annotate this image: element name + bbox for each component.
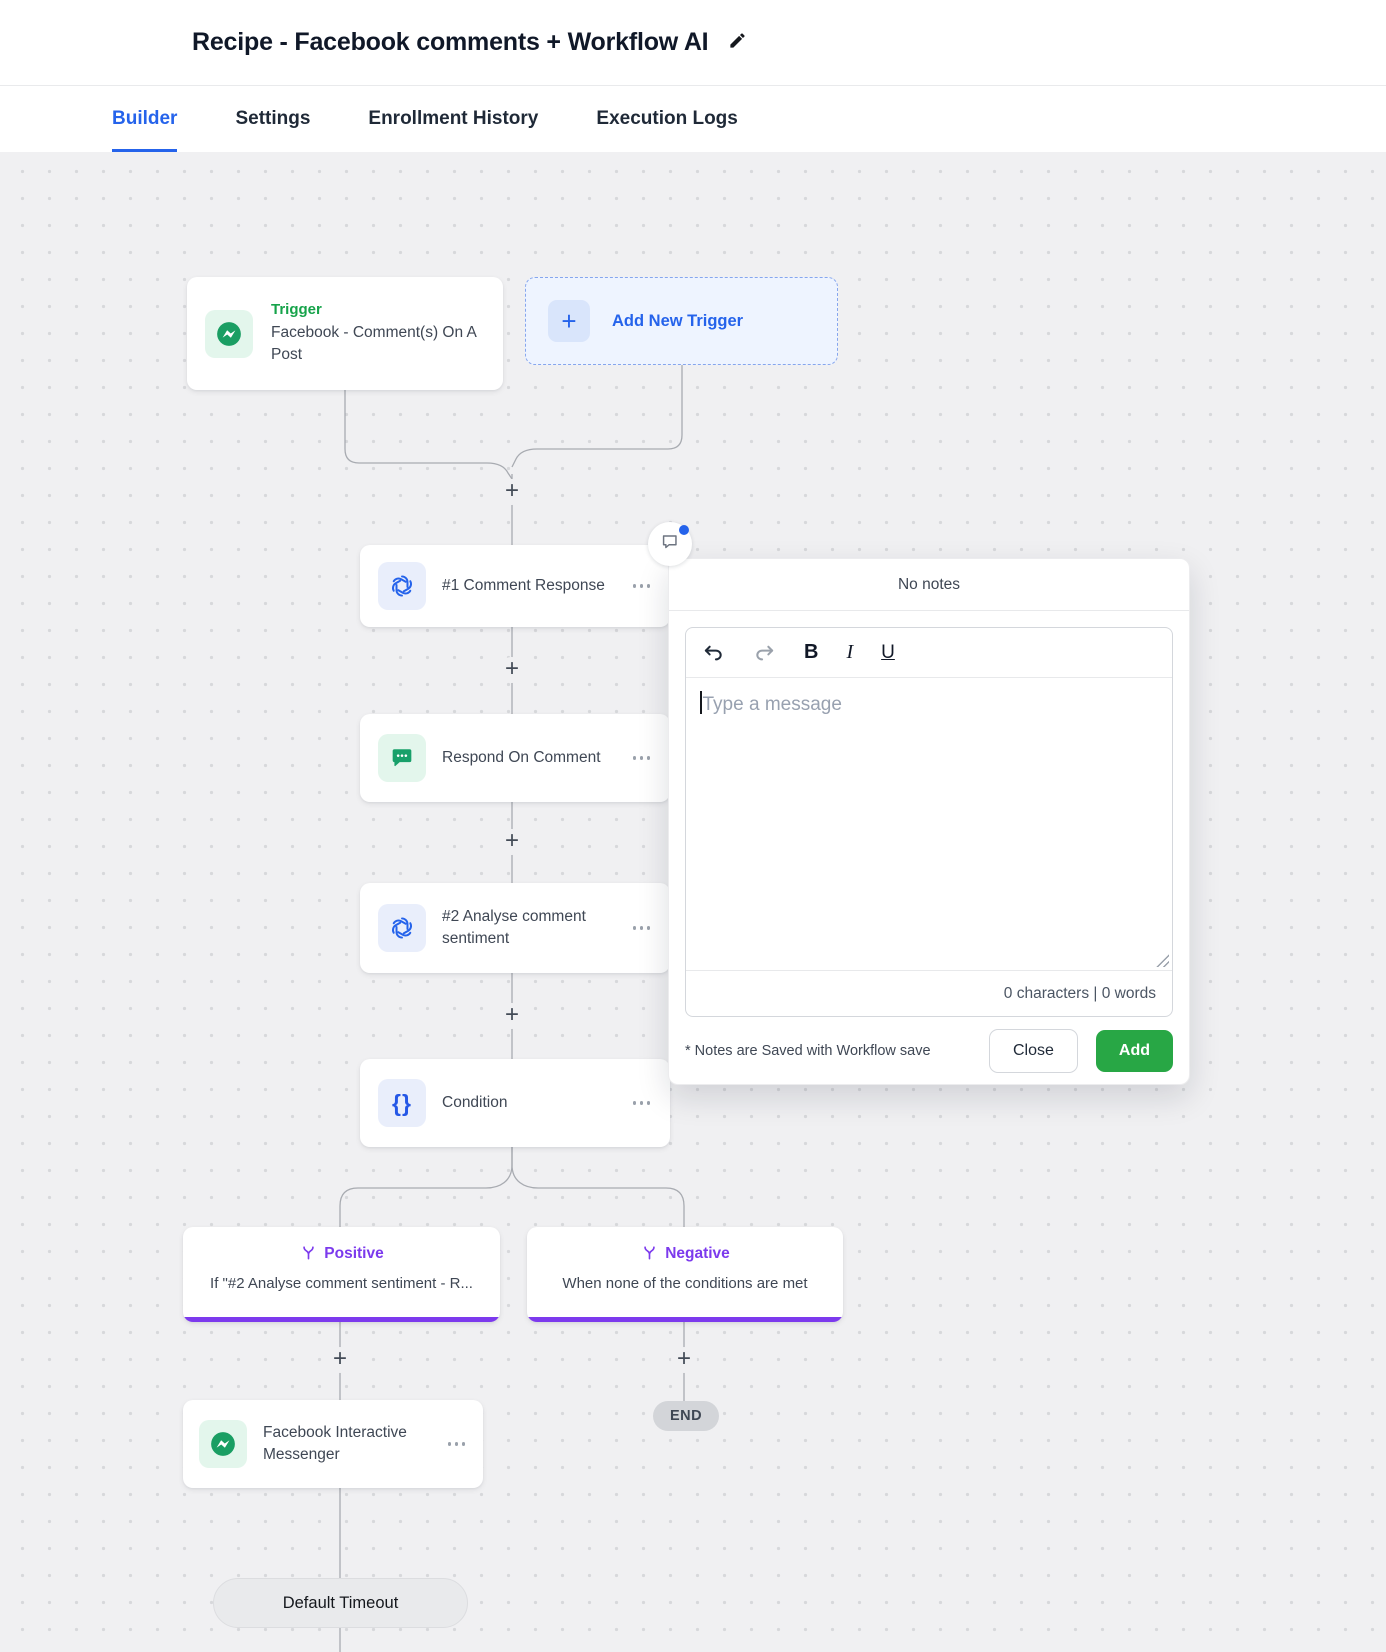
- step-node-comment-response[interactable]: #1 Comment Response: [360, 545, 670, 627]
- step-title: Facebook Interactive Messenger: [263, 1424, 407, 1463]
- node-menu-button[interactable]: [631, 1095, 653, 1111]
- add-step-button[interactable]: +: [499, 479, 525, 505]
- end-marker: END: [653, 1401, 720, 1431]
- pencil-icon: [728, 31, 747, 55]
- openai-icon: [378, 562, 426, 610]
- page-title: Recipe - Facebook comments + Workflow AI: [192, 28, 709, 56]
- trigger-node[interactable]: Trigger Facebook - Comment(s) On A Post: [187, 277, 503, 390]
- trigger-title: Facebook - Comment(s) On A Post: [271, 323, 477, 363]
- step-node-analyse-sentiment[interactable]: #2 Analyse comment sentiment: [360, 883, 670, 973]
- resize-handle[interactable]: [1156, 954, 1169, 967]
- default-timeout-pill: Default Timeout: [213, 1578, 468, 1628]
- close-button[interactable]: Close: [988, 1028, 1078, 1073]
- note-bubble-button[interactable]: [648, 522, 692, 566]
- branch-icon: [299, 1242, 318, 1266]
- tab-bar: Builder Settings Enrollment History Exec…: [0, 86, 1386, 152]
- plus-icon: +: [548, 300, 590, 342]
- notes-save-footnote: * Notes are Saved with Workflow save: [685, 1042, 931, 1059]
- node-menu-button[interactable]: [631, 920, 653, 936]
- node-menu-button[interactable]: [631, 578, 653, 594]
- branch-node-negative[interactable]: Negative When none of the conditions are…: [527, 1227, 843, 1322]
- branch-accent-bar: [527, 1317, 843, 1322]
- add-step-button[interactable]: +: [327, 1347, 353, 1373]
- node-menu-button[interactable]: [446, 1436, 468, 1452]
- app-header: Recipe - Facebook comments + Workflow AI: [0, 0, 1386, 86]
- notes-popup-footer: * Notes are Saved with Workflow save Clo…: [669, 1017, 1189, 1084]
- step-title: Respond On Comment: [442, 749, 601, 767]
- note-input-placeholder: Type a message: [702, 694, 842, 715]
- branch-accent-bar: [183, 1317, 500, 1322]
- edit-title-button[interactable]: [728, 31, 747, 55]
- step-node-respond-on-comment[interactable]: Respond On Comment: [360, 714, 670, 802]
- add-step-button[interactable]: +: [499, 657, 525, 683]
- underline-button[interactable]: U: [881, 641, 895, 663]
- add-step-button[interactable]: +: [499, 829, 525, 855]
- note-message-input[interactable]: Type a message: [686, 678, 1172, 970]
- undo-button[interactable]: [702, 641, 725, 664]
- branch-node-positive[interactable]: Positive If "#2 Analyse comment sentimen…: [183, 1227, 500, 1322]
- openai-icon: [378, 904, 426, 952]
- braces-icon: {}: [378, 1079, 426, 1127]
- branch-label: Positive: [324, 1245, 384, 1262]
- note-comment-icon: [659, 531, 681, 558]
- add-new-trigger-button[interactable]: + Add New Trigger: [525, 277, 838, 365]
- comment-bubble-icon: [378, 734, 426, 782]
- branch-description: If "#2 Analyse comment sentiment - R...: [210, 1275, 473, 1292]
- step-title: #1 Comment Response: [442, 577, 605, 595]
- add-button[interactable]: Add: [1095, 1029, 1173, 1072]
- add-new-trigger-label: Add New Trigger: [612, 311, 744, 330]
- bold-button[interactable]: B: [804, 641, 819, 663]
- branch-icon: [640, 1242, 659, 1266]
- add-step-button[interactable]: +: [499, 1003, 525, 1029]
- add-step-button[interactable]: +: [671, 1347, 697, 1373]
- step-node-facebook-interactive-messenger[interactable]: Facebook Interactive Messenger: [183, 1400, 483, 1488]
- text-caret: [700, 691, 702, 714]
- tab-execution-logs[interactable]: Execution Logs: [596, 108, 738, 129]
- trigger-kind-label: Trigger: [271, 300, 322, 318]
- messenger-icon: [205, 309, 253, 358]
- notes-popup-title: No notes: [669, 559, 1189, 611]
- step-title: #2 Analyse comment sentiment: [442, 908, 586, 947]
- tab-settings[interactable]: Settings: [235, 108, 311, 129]
- character-word-counter: 0 characters | 0 words: [686, 970, 1172, 1016]
- branch-description: When none of the conditions are met: [562, 1275, 808, 1292]
- tab-builder[interactable]: Builder: [112, 86, 178, 152]
- step-title: Condition: [442, 1094, 508, 1112]
- tab-enrollment-history[interactable]: Enrollment History: [368, 108, 539, 129]
- redo-button[interactable]: [753, 641, 776, 664]
- notes-popup: No notes B I U Type a message: [668, 558, 1190, 1085]
- note-editor-toolbar: B I U: [686, 628, 1172, 678]
- workflow-canvas[interactable]: Trigger Facebook - Comment(s) On A Post …: [0, 152, 1386, 1652]
- node-menu-button[interactable]: [631, 750, 653, 766]
- step-node-condition[interactable]: {} Condition: [360, 1059, 670, 1147]
- messenger-icon: [199, 1420, 247, 1468]
- note-editor-box: B I U Type a message 0 characters | 0 wo…: [685, 627, 1173, 1017]
- notification-dot: [679, 525, 689, 535]
- branch-label: Negative: [665, 1245, 730, 1262]
- italic-button[interactable]: I: [846, 641, 854, 663]
